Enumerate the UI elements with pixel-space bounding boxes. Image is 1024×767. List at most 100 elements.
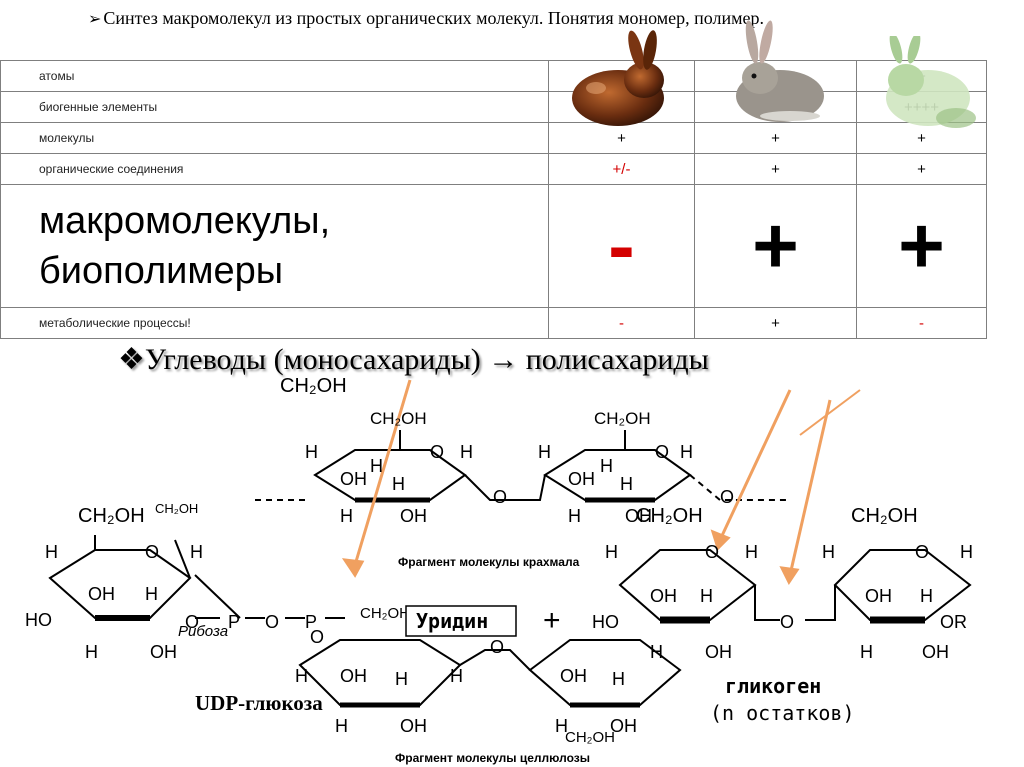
svg-text:H: H xyxy=(295,666,308,686)
svg-text:H: H xyxy=(45,542,58,562)
cell-value: + xyxy=(856,153,987,185)
svg-text:H: H xyxy=(538,442,551,462)
svg-text:P: P xyxy=(228,612,240,632)
svg-text:OH: OH xyxy=(625,506,652,526)
row-label: молекулы xyxy=(0,122,549,154)
row-label: метаболические процессы! xyxy=(0,307,549,339)
svg-text:O: O xyxy=(490,637,504,657)
svg-text:O: O xyxy=(185,612,199,632)
diamond-bullet-icon: ❖ xyxy=(118,343,145,376)
svg-text:P: P xyxy=(305,612,317,632)
section-heading-text: Углеводы (моносахариды) → полисахариды xyxy=(144,343,709,376)
svg-text:OH: OH xyxy=(400,716,427,736)
cell-value: + xyxy=(856,122,987,154)
stone-rabbit-image xyxy=(572,30,664,126)
svg-text:H: H xyxy=(620,474,633,494)
udp-glucose-ring xyxy=(48,535,241,621)
row-label-line: биополимеры xyxy=(39,250,284,292)
svg-text:O: O xyxy=(265,612,279,632)
ribose-label: Рибоза xyxy=(178,623,228,640)
glass-rabbit-image xyxy=(886,36,976,128)
row-label: биогенные элементы xyxy=(0,91,549,123)
ch2oh-label: CH₂OH xyxy=(280,375,347,397)
svg-text:H: H xyxy=(392,474,405,494)
svg-text:OH: OH xyxy=(400,506,427,526)
svg-text:H: H xyxy=(145,584,158,604)
svg-text:OH: OH xyxy=(340,666,367,686)
cell-value: + xyxy=(694,153,857,185)
svg-text:H: H xyxy=(920,586,933,606)
cell-value: +/- xyxy=(548,153,695,185)
table-row: биогенные элементы + ++++ ++++ xyxy=(0,91,987,123)
svg-text:H: H xyxy=(568,506,581,526)
glycogen-sublabel: (n остатков) xyxy=(710,701,855,725)
cell-value-large: - xyxy=(548,184,695,308)
ch2oh-label: CH₂OH xyxy=(370,409,427,428)
table-row: органические соединения +/- + + xyxy=(0,153,987,185)
svg-text:O: O xyxy=(780,612,794,632)
ch2oh-label: CH₂OH xyxy=(78,505,145,527)
svg-text:OH: OH xyxy=(922,642,949,662)
cellulose-caption: Фрагмент молекулы целлюлозы xyxy=(395,751,590,765)
ch2oh-label: CH₂OH xyxy=(594,409,651,428)
glycogen-label: гликоген xyxy=(725,674,821,698)
svg-text:HO: HO xyxy=(25,610,52,630)
row-label-line: макромолекулы, xyxy=(39,200,331,242)
svg-text:OH: OH xyxy=(705,642,732,662)
svg-text:O: O xyxy=(915,542,929,562)
svg-text:H: H xyxy=(860,642,873,662)
table-row: молекулы + + + xyxy=(0,122,987,154)
ch2oh-label: CH₂OH xyxy=(636,505,703,527)
slide-title: ➢Синтез макромолекул из простых органиче… xyxy=(88,8,764,29)
cell-value-large: + xyxy=(694,184,857,308)
svg-text:H: H xyxy=(605,542,618,562)
svg-text:H: H xyxy=(822,542,835,562)
starch-caption: Фрагмент молекулы крахмала xyxy=(398,555,580,569)
glycogen-rings xyxy=(618,549,972,624)
svg-text:H: H xyxy=(960,542,973,562)
slide-title-text: Синтез макромолекул из простых органичес… xyxy=(103,8,765,28)
grey-rabbit-image xyxy=(736,20,824,122)
svg-text:H: H xyxy=(745,542,758,562)
svg-text:H: H xyxy=(370,456,383,476)
starch-fragment xyxy=(255,430,790,503)
section-heading: ❖Углеводы (моносахариды) → полисахариды xyxy=(118,342,709,377)
svg-text:O: O xyxy=(720,487,734,507)
uridine-label: Уридин xyxy=(416,609,488,633)
ch2oh-label: CH₂OH xyxy=(155,501,198,516)
svg-text:OH: OH xyxy=(865,586,892,606)
udp-glucose-label: UDP-глюкоза xyxy=(195,691,323,715)
cellulose-fragment xyxy=(298,639,682,708)
comparison-table: атомы + + + биогенные элементы + ++++ ++… xyxy=(0,60,987,339)
svg-text:H: H xyxy=(190,542,203,562)
svg-text:H: H xyxy=(450,666,463,686)
carbohydrate-diagram: CH₂OH CH₂OH CH₂OH CH₂OH CH₂OH CH₂OH CH₂O… xyxy=(25,375,973,765)
svg-text:H: H xyxy=(460,442,473,462)
svg-text:H: H xyxy=(650,642,663,662)
cell-value-large: + xyxy=(856,184,987,308)
row-label: атомы xyxy=(0,60,549,92)
ch2oh-label: CH₂OH xyxy=(565,729,615,746)
svg-text:O: O xyxy=(493,487,507,507)
table-row: метаболические процессы! - + - xyxy=(0,307,987,339)
svg-text:O: O xyxy=(655,442,669,462)
svg-text:H: H xyxy=(395,669,408,689)
svg-text:H: H xyxy=(680,442,693,462)
table-row: атомы + + + xyxy=(0,60,987,92)
arrow-bullet-icon: ➢ xyxy=(88,11,102,28)
svg-text:O: O xyxy=(310,627,324,647)
cell-value: + xyxy=(694,122,857,154)
table-row: макромолекулы, биополимеры - + + xyxy=(0,184,987,308)
cell-value: - xyxy=(548,307,695,339)
svg-text:OH: OH xyxy=(610,716,637,736)
ch2oh-label: CH₂OH xyxy=(851,505,918,527)
ch2oh-label: CH₂OH xyxy=(360,605,410,622)
row-label-large: макромолекулы, биополимеры xyxy=(0,184,549,308)
svg-text:OR: OR xyxy=(940,612,967,632)
plus-sign: + xyxy=(543,604,561,637)
svg-text:O: O xyxy=(705,542,719,562)
svg-text:OH: OH xyxy=(340,469,367,489)
svg-text:O: O xyxy=(145,542,159,562)
cell-value: + xyxy=(694,307,857,339)
svg-text:OH: OH xyxy=(150,642,177,662)
